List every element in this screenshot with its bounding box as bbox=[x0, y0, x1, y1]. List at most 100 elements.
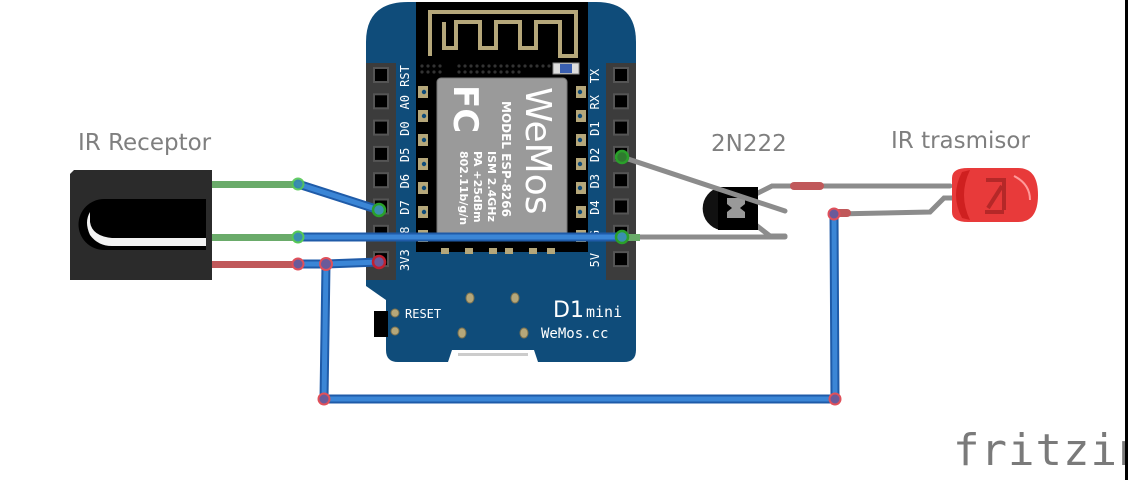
via-dot bbox=[463, 70, 467, 74]
wire-receptor-to-d7[interactable] bbox=[293, 179, 384, 215]
transistor-2n222[interactable] bbox=[702, 182, 953, 239]
product-sub: mini bbox=[586, 303, 622, 321]
joint-split bbox=[319, 257, 333, 271]
wire-3v3-to-led[interactable] bbox=[319, 209, 840, 404]
via-dot bbox=[475, 64, 479, 68]
g-green-stub bbox=[622, 234, 640, 241]
blue-wires[interactable] bbox=[293, 179, 840, 404]
usb-slot bbox=[458, 353, 528, 356]
website-label: WeMos.cc bbox=[541, 326, 608, 342]
pin-label-d4: D4 bbox=[588, 200, 602, 214]
module-pa: PA +25dBm bbox=[471, 151, 484, 223]
pin-a0[interactable] bbox=[373, 93, 389, 110]
via-dot bbox=[535, 64, 539, 68]
via-dot bbox=[499, 70, 503, 74]
pin-label-5v: 5V bbox=[588, 253, 602, 267]
smd-body bbox=[560, 64, 572, 73]
via-dot bbox=[457, 64, 461, 68]
module-wifi: 802.11b/g/n bbox=[457, 151, 470, 225]
via-dot bbox=[487, 64, 491, 68]
joint-receptor-3 bbox=[291, 257, 305, 271]
pin-d1[interactable] bbox=[613, 119, 629, 136]
pad-hole bbox=[577, 89, 583, 95]
via-dot bbox=[469, 64, 473, 68]
pad-hole bbox=[421, 185, 427, 191]
pad-hole bbox=[577, 113, 583, 119]
via-dot bbox=[523, 64, 527, 68]
pin-d4[interactable] bbox=[613, 198, 629, 215]
reset-button[interactable] bbox=[374, 311, 388, 337]
wire-d2-to-base[interactable] bbox=[619, 154, 788, 214]
pad-hole bbox=[421, 113, 427, 119]
fritzing-watermark: fritzing bbox=[953, 425, 1128, 476]
led-flange bbox=[956, 170, 970, 220]
pin-label-d7: D7 bbox=[398, 200, 412, 214]
pin-label-3v3: 3V3 bbox=[398, 249, 412, 271]
pin-label-d3: D3 bbox=[588, 174, 602, 188]
joint-d7 bbox=[371, 202, 387, 218]
wemos-d1-mini-board[interactable]: WeMos FC MODEL ESP-8266 ISM 2.4GHz PA +2… bbox=[366, 2, 636, 362]
receptor-leg-2 bbox=[212, 234, 298, 241]
pin-d6[interactable] bbox=[373, 172, 389, 189]
led-marking bbox=[985, 178, 1006, 214]
via-dot bbox=[529, 64, 533, 68]
mount-holes bbox=[390, 292, 529, 339]
joint-bottom-left bbox=[317, 392, 331, 406]
via-dot bbox=[493, 70, 497, 74]
connection-points bbox=[291, 149, 842, 406]
pin-label-rx: RX bbox=[588, 94, 602, 109]
pin-rx[interactable] bbox=[613, 93, 629, 110]
antenna-trace bbox=[428, 10, 578, 58]
pin-d5[interactable] bbox=[373, 145, 389, 162]
via-dot bbox=[481, 64, 485, 68]
ir-transmitter-led[interactable] bbox=[832, 168, 1038, 222]
right-edge-border bbox=[1125, 0, 1128, 480]
via-dot bbox=[481, 70, 485, 74]
pin-label-tx: TX bbox=[588, 68, 602, 83]
reset-label: RESET bbox=[405, 307, 441, 321]
pin-label-d2: D2 bbox=[588, 148, 602, 162]
via-dot bbox=[505, 64, 509, 68]
via-dot bbox=[511, 64, 515, 68]
via-dot bbox=[541, 64, 545, 68]
pad-hole bbox=[577, 137, 583, 143]
via-dot bbox=[469, 70, 473, 74]
pad-hole bbox=[421, 161, 427, 167]
transistor-marking bbox=[727, 198, 745, 218]
pin-rst[interactable] bbox=[373, 67, 389, 83]
ir-receptor[interactable] bbox=[70, 170, 298, 280]
led-leg-cathode bbox=[832, 195, 961, 217]
ir-receptor-label: IR Receptor bbox=[78, 130, 212, 156]
pin-label-d6: D6 bbox=[398, 174, 412, 188]
via-dot bbox=[511, 70, 515, 74]
pin-tx[interactable] bbox=[613, 67, 629, 83]
module-ism: ISM 2.4GHz bbox=[485, 151, 498, 222]
fcc-logo: FC bbox=[445, 85, 485, 133]
receptor-leg-1 bbox=[212, 181, 298, 188]
ir-lens-highlight bbox=[87, 212, 206, 246]
ir-receptor-lens bbox=[78, 199, 206, 250]
module-text-group: WeMos FC MODEL ESP-8266 ISM 2.4GHz PA +2… bbox=[445, 85, 558, 225]
via-dot bbox=[499, 64, 503, 68]
via-dot bbox=[463, 64, 467, 68]
via-dot bbox=[517, 70, 521, 74]
transistor-leg-collector bbox=[749, 183, 953, 199]
pin-d0[interactable] bbox=[373, 119, 389, 136]
bottom-pads bbox=[441, 248, 555, 254]
via-dot bbox=[475, 70, 479, 74]
pin-label-d0: D0 bbox=[398, 121, 412, 135]
pad-hole bbox=[421, 137, 427, 143]
pin-d3[interactable] bbox=[613, 172, 629, 189]
via-dot bbox=[505, 70, 509, 74]
joint-g bbox=[614, 229, 630, 245]
wire-receptor-to-3v3[interactable] bbox=[293, 257, 384, 269]
via-dot bbox=[517, 64, 521, 68]
ir-transmitter-label: IR trasmisor bbox=[891, 128, 1030, 154]
pin-5v[interactable] bbox=[613, 251, 629, 268]
joint-receptor-2 bbox=[291, 230, 305, 244]
collector-leg-red bbox=[790, 182, 824, 190]
via-dot bbox=[487, 70, 491, 74]
via-dot bbox=[457, 70, 461, 74]
